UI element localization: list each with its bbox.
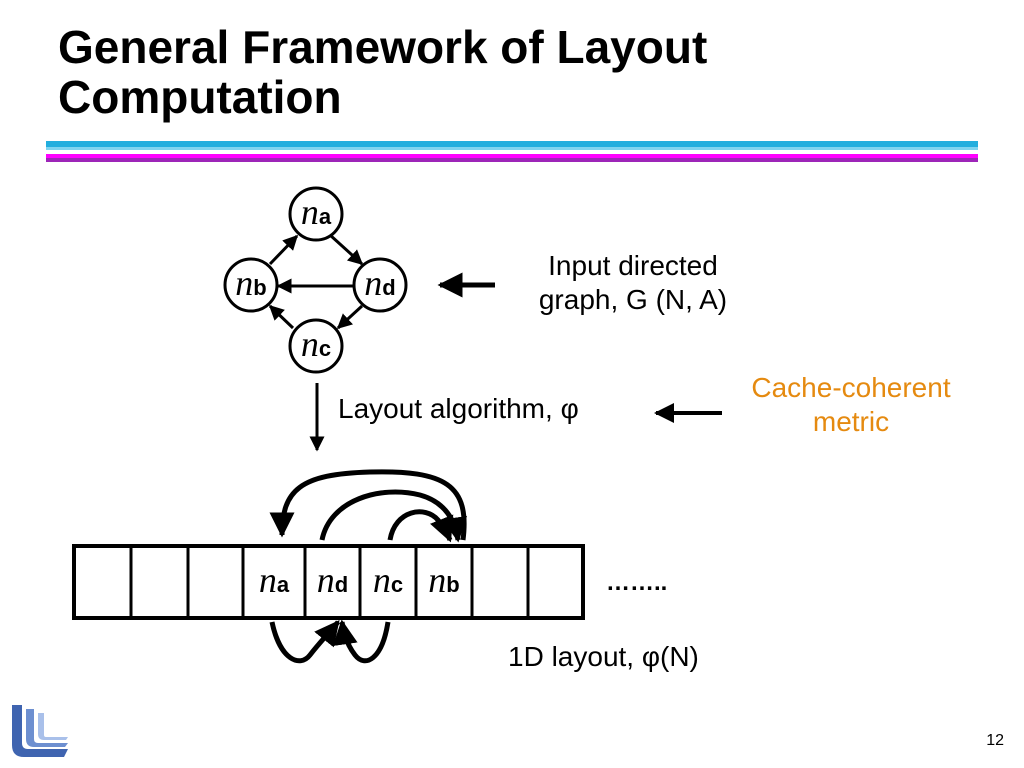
curve-c-to-b — [387, 509, 454, 543]
svg-text:na: na — [301, 192, 332, 232]
page-number: 12 — [986, 732, 1004, 749]
svg-text:nd: nd — [364, 263, 395, 303]
edge-c-to-b — [268, 304, 295, 330]
layout-cell-5: nd — [317, 560, 348, 600]
curve-c-to-d-below — [332, 619, 391, 664]
title-line-1: General Framework of Layout — [58, 21, 708, 73]
layout-cell-7: nb — [428, 560, 459, 600]
edge-a-to-d — [328, 233, 364, 266]
curve-d-to-b — [319, 489, 468, 543]
layout-cell-6: nc — [373, 560, 403, 600]
title-rule-cyan — [46, 141, 978, 147]
title-rule-cyan-light — [46, 147, 978, 150]
svg-text:nc: nc — [301, 324, 331, 364]
cache-coherent-metric-label: Cache-coherent metric — [722, 371, 980, 439]
edge-d-to-c — [336, 304, 364, 330]
layout-ellipsis: …….. — [606, 569, 667, 596]
title-line-2: Computation — [58, 71, 342, 123]
metric-label-line2: metric — [812, 406, 890, 437]
svg-text:nb: nb — [235, 263, 266, 303]
1d-layout-label: 1D layout, φ(N) — [508, 641, 699, 672]
edge-b-to-a — [268, 234, 299, 266]
input-graph-label-line2: graph, G (N, A) — [538, 284, 728, 315]
graph-node-c: nc — [288, 318, 344, 374]
title-rule-magenta — [46, 154, 978, 158]
graph-node-d: nd — [352, 257, 408, 313]
metric-label-line1: Cache-coherent — [751, 372, 951, 403]
graph-node-b: nb — [223, 257, 279, 313]
slide-title: General Framework of Layout Computation — [58, 22, 707, 122]
graph-node-a: na — [288, 186, 344, 242]
layout-algorithm-label: Layout algorithm, φ — [338, 393, 579, 424]
unc-logo-icon — [12, 705, 68, 757]
layout-array-border — [72, 544, 585, 620]
title-rule-purple — [46, 158, 978, 162]
input-graph-label-line1: Input directed — [548, 250, 718, 281]
curve-b-to-a — [269, 469, 467, 541]
curve-a-to-d-below — [269, 620, 340, 664]
layout-cell-4: na — [259, 560, 290, 600]
input-graph-label: Input directed graph, G (N, A) — [508, 249, 758, 317]
